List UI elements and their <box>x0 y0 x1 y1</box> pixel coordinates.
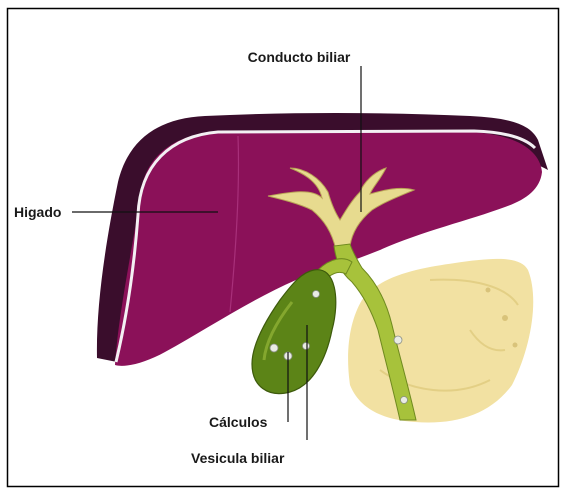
gallstone <box>394 336 402 344</box>
label-gallbladder: Vesicula biliar <box>191 450 285 466</box>
pancreas-dot <box>513 343 518 348</box>
gallstone <box>401 397 408 404</box>
label-liver: Higado <box>14 204 61 220</box>
pancreas-dot <box>502 315 508 321</box>
label-bile-duct: Conducto biliar <box>248 49 351 65</box>
gallstone <box>303 343 310 350</box>
pancreas-dot <box>486 288 491 293</box>
gallstone <box>270 344 278 352</box>
gallstone <box>313 291 320 298</box>
label-stones: Cálculos <box>209 414 268 430</box>
